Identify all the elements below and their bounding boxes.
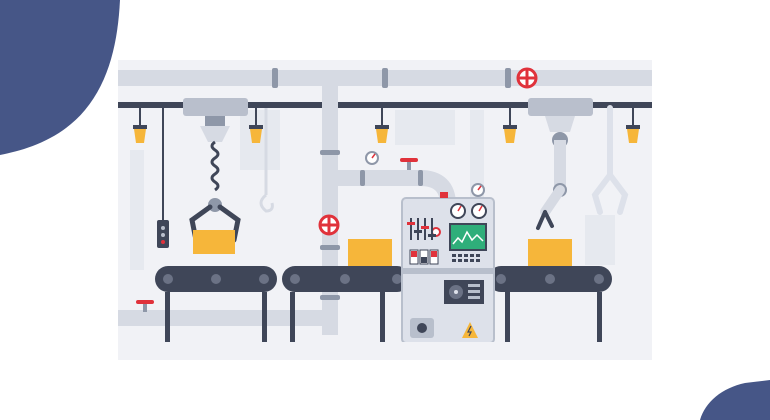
- control-machine: [401, 192, 495, 344]
- hanging-lamps: [133, 108, 640, 143]
- lamp-icon: [626, 108, 640, 143]
- pipe-joints: [272, 68, 511, 88]
- gauge-icon: [450, 203, 466, 219]
- conveyor-right: [488, 266, 612, 342]
- valve-handle-icon: [400, 158, 418, 170]
- robotic-arm: [528, 98, 593, 230]
- valve-icon: [516, 67, 538, 89]
- corner-blob-top-left: [0, 0, 120, 155]
- conveyor-middle: [282, 266, 410, 342]
- pipe-rings: [320, 150, 423, 300]
- gauge-icon: [471, 203, 487, 219]
- box-on-belt: [348, 239, 392, 266]
- lamp-icon: [375, 108, 389, 143]
- valve-icon: [318, 214, 340, 236]
- gauge-icon: [365, 151, 379, 165]
- floor: [118, 342, 652, 360]
- overhead-rail: [118, 102, 652, 108]
- switch-row: [409, 249, 439, 265]
- warning-light: [440, 192, 448, 198]
- lamp-icon: [249, 108, 263, 143]
- background-claw: [591, 105, 629, 215]
- slider-panel: [407, 218, 436, 240]
- hazard-lightning-icon: [462, 322, 478, 338]
- held-box: [193, 230, 235, 254]
- valve-handle-icon: [136, 300, 154, 312]
- lamp-icon: [503, 108, 517, 143]
- conveyor-left: [155, 266, 277, 342]
- monitor-screen: [449, 223, 487, 251]
- box-on-belt: [528, 239, 572, 266]
- lamp-icon: [133, 108, 147, 143]
- gauge-icon: [471, 183, 485, 197]
- corner-blob-bottom-right: [700, 380, 770, 420]
- keypad: [452, 254, 480, 262]
- control-pendant: [157, 108, 169, 248]
- hook-icon: [259, 108, 274, 213]
- monitor-graph: [452, 230, 484, 245]
